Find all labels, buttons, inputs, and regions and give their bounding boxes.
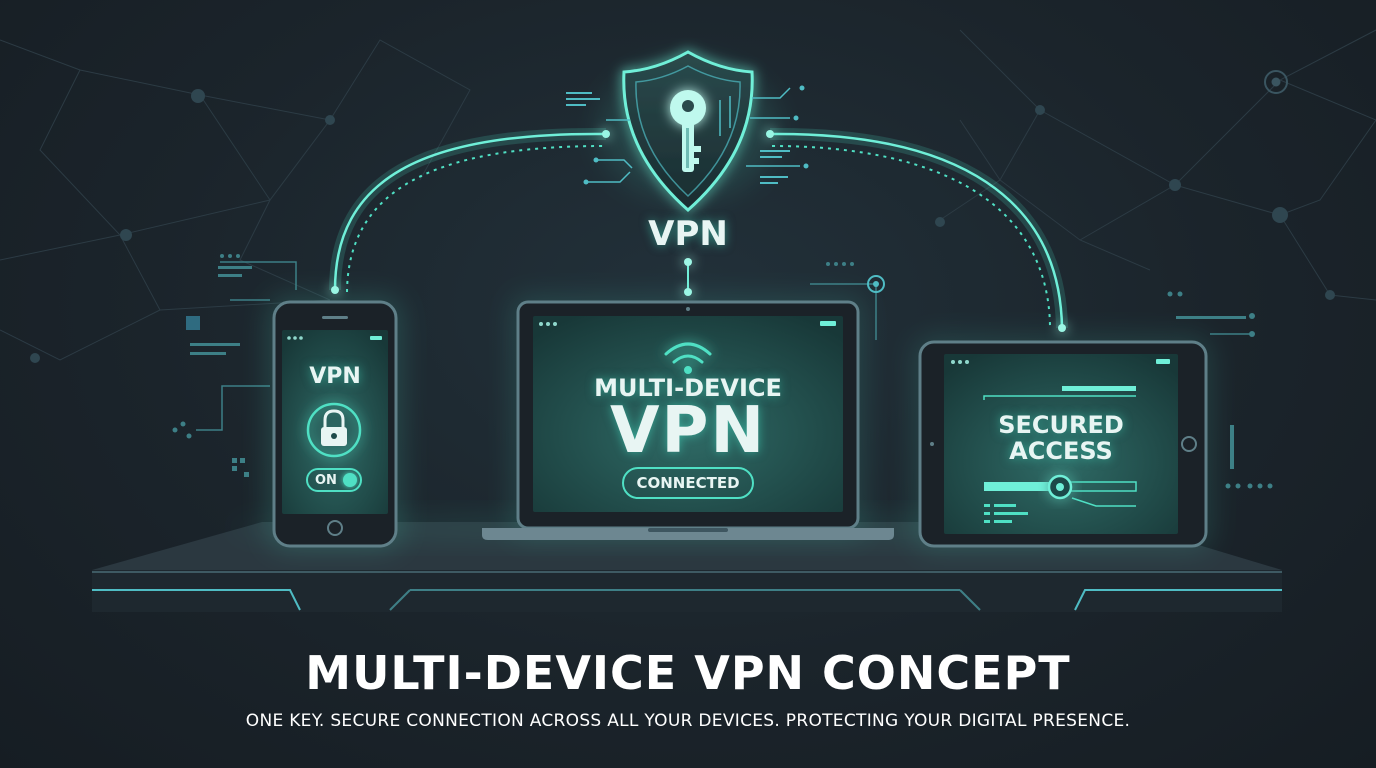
circuit-decor-right — [826, 262, 1273, 489]
target-node-small-icon — [867, 275, 885, 293]
subline: ONE KEY. SECURE CONNECTION ACROSS ALL YO… — [245, 711, 1131, 731]
laptop-screen-title: MULTI-DEVICE — [594, 374, 782, 402]
tablet-ui-bars — [983, 386, 1137, 523]
slider-knob-icon — [1047, 474, 1073, 500]
shield-circuit-traces — [586, 87, 800, 183]
padlock-icon — [306, 402, 362, 458]
vpn-toggle[interactable]: ON — [306, 468, 362, 492]
phone-screen-title: VPN — [309, 364, 361, 389]
wifi-icon — [664, 342, 712, 374]
connection-arcs — [329, 127, 1068, 329]
tablet-screen-title-line1: SECURED — [998, 411, 1124, 439]
circuit-lines-left — [196, 261, 297, 431]
shield-circuit-dots — [566, 85, 809, 185]
connected-status-badge: CONNECTED — [622, 467, 754, 499]
smartphone — [268, 296, 402, 550]
toggle-label: ON — [315, 473, 337, 488]
laptop — [482, 296, 894, 540]
toggle-knob — [343, 473, 357, 487]
background-nodes — [30, 89, 1335, 363]
hub-label: VPN — [648, 214, 728, 254]
circuit-decor-left — [172, 254, 252, 477]
target-node-icon — [1264, 70, 1288, 94]
laptop-screen-vpn: VPN — [610, 394, 766, 468]
tablet — [914, 336, 1212, 552]
tablet-screen-title-line2: ACCESS — [1009, 437, 1113, 465]
headline: MULTI-DEVICE VPN CONCEPT — [305, 646, 1071, 700]
shield-key-icon — [598, 50, 778, 213]
